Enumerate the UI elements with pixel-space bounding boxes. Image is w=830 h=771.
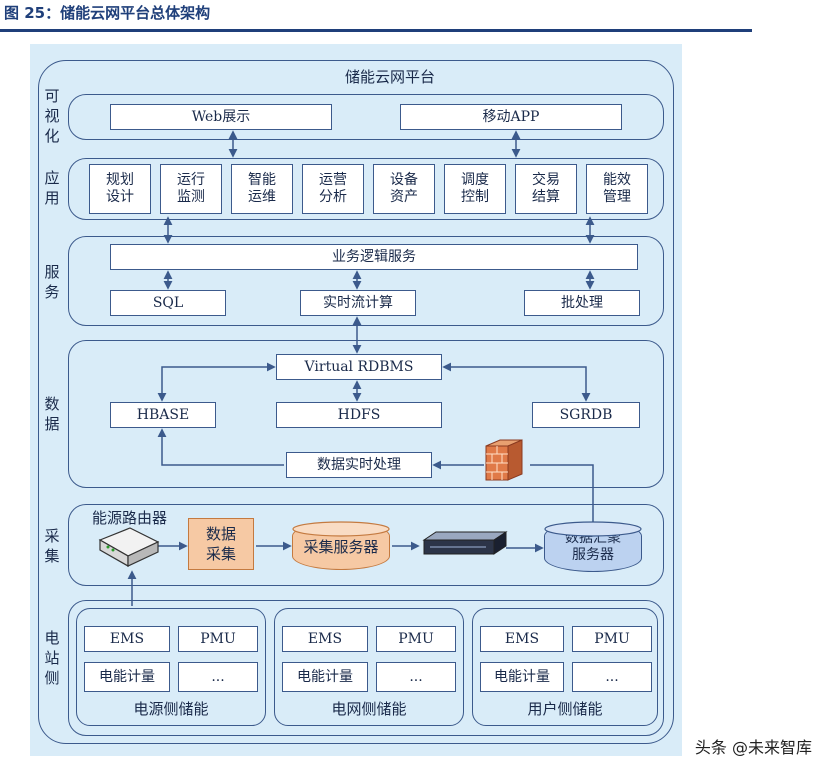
station-group-source (76, 608, 266, 726)
data-collect-box: 数据采集 (188, 518, 254, 570)
hbase-box: HBASE (110, 402, 216, 428)
app-box-monitoring: 运行监测 (160, 164, 222, 214)
router-icon (98, 527, 160, 568)
platform-title: 储能云网平台 (344, 68, 435, 86)
layer-label-visualization: 可视化 (44, 87, 60, 145)
line-aggregate-firewall (530, 464, 594, 522)
web-display-box: Web展示 (110, 104, 332, 130)
meter-box-grid: 电能计量 (282, 662, 368, 692)
energy-router-label: 能源路由器 (92, 509, 168, 527)
station-group-grid (274, 608, 464, 726)
app-box-efficiency: 能效管理 (586, 164, 648, 214)
data-band (68, 340, 664, 488)
app-box-assets: 设备资产 (373, 164, 435, 214)
mobile-app-box: 移动APP (400, 104, 622, 130)
app-box-operation: 运营分析 (302, 164, 364, 214)
meter-box-user: 电能计量 (480, 662, 564, 692)
station-band (68, 600, 664, 736)
app-box-planning: 规划设计 (89, 164, 151, 214)
batch-process-box: 批处理 (524, 290, 640, 316)
title-rule (0, 29, 752, 32)
realtime-process-box: 数据实时处理 (286, 452, 432, 478)
pmu-box-user: PMU (572, 626, 652, 652)
visualization-band (68, 94, 664, 140)
layer-label-data: 数据 (44, 395, 60, 433)
arrow-rdbms-sgrdb (442, 362, 591, 402)
firewall-icon (485, 439, 523, 481)
collect-server-label: 采集服务器 (303, 537, 379, 556)
ems-box-source: EMS (84, 626, 170, 652)
collection-band (68, 504, 664, 586)
watermark: 头条 @未来智库 (694, 738, 812, 757)
station-group-user (472, 608, 658, 726)
app-box-dispatch: 调度控制 (444, 164, 506, 214)
app-box-maintenance: 智能运维 (231, 164, 293, 214)
station-name-user: 用户侧储能 (527, 700, 603, 718)
sgrdb-box: SGRDB (532, 402, 640, 428)
service-band (68, 236, 664, 326)
pmu-box-source: PMU (178, 626, 258, 652)
platform-frame (38, 60, 674, 744)
ems-box-user: EMS (480, 626, 564, 652)
more-box-source: ... (178, 662, 258, 692)
business-logic-box: 业务逻辑服务 (110, 244, 638, 270)
more-box-user: ... (572, 662, 652, 692)
ems-box-grid: EMS (282, 626, 368, 652)
cylinder-caps (292, 521, 642, 537)
switch-icon (422, 531, 508, 555)
pmu-box-grid: PMU (376, 626, 456, 652)
virtual-rdbms-box: Virtual RDBMS (276, 354, 442, 380)
station-name-grid: 电网侧储能 (331, 700, 407, 718)
app-box-trading: 交易结算 (515, 164, 577, 214)
layer-label-service: 服务 (44, 263, 60, 301)
layer-label-collection: 采集 (44, 527, 60, 565)
station-name-source: 电源侧储能 (133, 700, 209, 718)
sql-box: SQL (110, 290, 226, 316)
stream-compute-box: 实时流计算 (300, 290, 416, 316)
arrow-realtime-hbase (157, 428, 284, 466)
layer-label-station: 电站侧 (44, 629, 60, 687)
hdfs-box: HDFS (276, 402, 442, 428)
application-band (68, 158, 664, 220)
figure-title: 图 25：储能云网平台总体架构 (4, 4, 211, 22)
meter-box-source: 电能计量 (84, 662, 170, 692)
arrow-rdbms-hbase (157, 362, 276, 402)
layer-label-application: 应用 (44, 169, 60, 207)
more-box-grid: ... (376, 662, 456, 692)
